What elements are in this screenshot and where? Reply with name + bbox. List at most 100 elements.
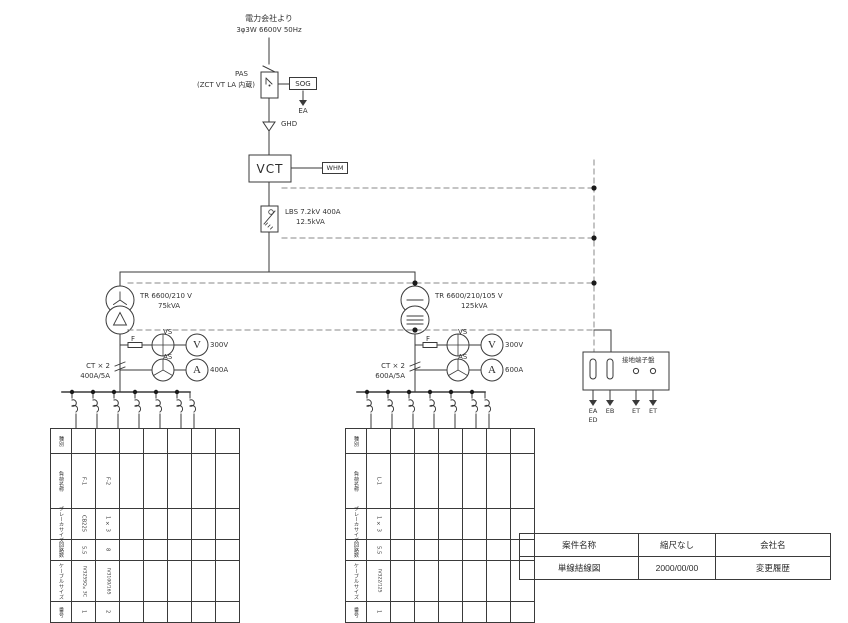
tr-right-as-label: AS — [458, 353, 468, 361]
tr-left-label-line2: 75kVA — [158, 302, 181, 310]
tr-right-fuse-label: F — [426, 335, 431, 343]
panel-schedule-cell — [215, 428, 240, 454]
panel-schedule-cell — [462, 453, 487, 509]
panel-schedule-cell — [510, 453, 535, 509]
panel-schedule-cell: 5.5 — [71, 539, 96, 561]
title-block-project-label: 案件名称 — [518, 533, 640, 557]
earth-dashed-network — [127, 159, 612, 353]
panel-schedule-cell — [119, 428, 144, 454]
title-block-revision: 変更履歴 — [714, 556, 832, 580]
panel-schedule-cell — [167, 539, 192, 561]
panel-schedule-cell — [486, 508, 511, 540]
panel-schedule-cell: CB225 — [71, 508, 96, 540]
table-row: 種別 — [345, 428, 535, 454]
panel-schedule-cell — [215, 453, 240, 509]
panel-schedule-row-header: ブレーカサイズ — [345, 506, 367, 542]
tr-left-ct-line1: CT × 2 — [86, 362, 110, 370]
panel-schedule-cell: 5.5 — [366, 539, 391, 561]
panel-schedule-cell: 1 — [71, 601, 96, 623]
tr-left-ammeter — [185, 358, 209, 382]
panel-schedule-cell — [215, 560, 240, 602]
earth-leads — [589, 389, 657, 406]
panel-schedule-cell — [486, 601, 511, 623]
panel-schedule-cell — [390, 560, 415, 602]
tr-right-ammeter — [480, 358, 504, 382]
earth-arrow-ea — [299, 100, 307, 106]
panel-schedule-cell — [390, 453, 415, 509]
panel-schedule-cell — [143, 560, 168, 602]
pas-earth-label: EA — [298, 107, 308, 115]
tr-left-ammeter-range: 400A — [210, 366, 229, 374]
panel-schedule-cell — [167, 428, 192, 454]
panel-schedule-cell — [215, 508, 240, 540]
panel-schedule-row-header: 負荷名称 — [345, 453, 367, 509]
disconnect-symbol — [262, 65, 276, 73]
tr-left-voltmeter — [185, 333, 209, 357]
tr-right-label-line2: 125kVA — [461, 302, 488, 310]
panel-schedule-cell — [486, 453, 511, 509]
panel-schedule-cell: F-1 — [71, 453, 96, 509]
tr-left-ct-line2: 400A/5A — [80, 372, 110, 380]
single-line-diagram-canvas — [61, 37, 670, 429]
panel-schedule-cell — [143, 428, 168, 454]
panel-schedule-cell — [438, 539, 463, 561]
panel-schedule-cell — [414, 428, 439, 454]
panel-schedule-cell — [390, 601, 415, 623]
panel-schedule-cell — [143, 508, 168, 540]
panel-schedule-cell — [486, 560, 511, 602]
title-block-company-label: 会社名 — [714, 533, 832, 557]
panel-schedule-row-header: ブレーカサイズ — [50, 506, 72, 542]
tr-left-ct-marks — [114, 361, 126, 372]
tr-right-ct-line1: CT × 2 — [381, 362, 405, 370]
source-title: 電力会社より — [245, 14, 293, 23]
whm-box[interactable]: WHM — [322, 162, 348, 174]
panel-schedule-cell — [191, 560, 216, 602]
panel-schedule-cell: 1 — [366, 601, 391, 623]
tr-left-ammeter-symbol: A — [193, 364, 201, 376]
sog-box[interactable]: SOG — [289, 77, 317, 90]
panel-schedule-cell — [143, 601, 168, 623]
title-block-scale-label: 縮尺なし — [638, 533, 716, 557]
ghd-label: GHD — [281, 120, 298, 128]
panel-schedule-cell — [414, 453, 439, 509]
panel-schedule-cell — [462, 539, 487, 561]
panel-schedule-cell — [438, 453, 463, 509]
panel-schedule-cell: IV322/125 — [366, 560, 391, 602]
panel-schedule-cell — [486, 428, 511, 454]
panel-schedule-cell — [167, 453, 192, 509]
panel-schedule-cell — [390, 508, 415, 540]
earth-label-eb: EB — [605, 407, 615, 415]
panel-schedule-cell: IV3100/165 — [95, 560, 120, 602]
title-block: 案件名称 縮尺なし 会社名 単線結線図 2000/00/00 変更履歴 — [518, 533, 832, 580]
earth-panel-title: 接地端子盤 — [622, 356, 655, 364]
earth-terminal-ea — [589, 358, 597, 380]
feeder-breakers-left — [71, 391, 197, 429]
panel-schedule-cell — [167, 560, 192, 602]
tr-right-ct-line2: 600A/5A — [375, 372, 405, 380]
panel-schedule-cell — [119, 539, 144, 561]
panel-schedule-cell — [414, 508, 439, 540]
panel-schedule-cell — [462, 601, 487, 623]
earth-label-et-2: ET — [648, 407, 658, 415]
tr-left-label-line1: TR 6600/210 V — [140, 292, 192, 300]
panel-schedule-cell: 2 — [95, 601, 120, 623]
panel-schedule-cell: 1 × 3 — [95, 508, 120, 540]
panel-schedule-cell — [119, 453, 144, 509]
title-block-row-2: 単線結線図 2000/00/00 変更履歴 — [518, 556, 832, 580]
tr-right-ct-marks — [409, 361, 421, 372]
panel-schedule-cell — [143, 539, 168, 561]
panel-schedule-cell — [167, 601, 192, 623]
panel-schedule-row-header: 番号 — [50, 601, 72, 623]
panel-schedule-cell — [167, 508, 192, 540]
panel-schedule-row-header: 種別 — [345, 428, 367, 454]
panel-schedule-cell — [462, 508, 487, 540]
panel-schedule-cell — [414, 601, 439, 623]
earth-label-ed: ED — [588, 416, 598, 424]
title-block-date: 2000/00/00 — [638, 556, 716, 580]
